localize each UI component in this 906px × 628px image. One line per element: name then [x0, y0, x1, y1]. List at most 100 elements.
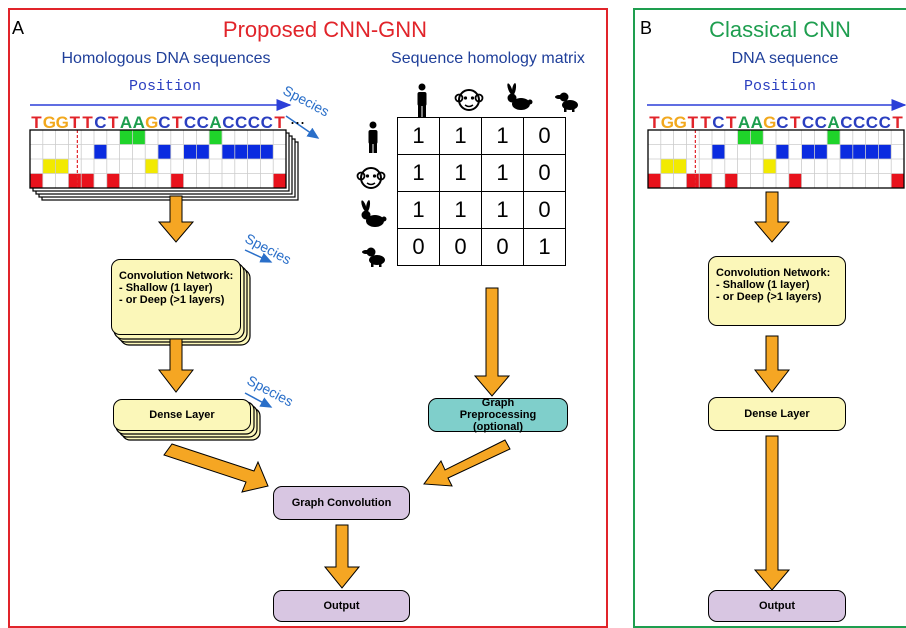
sequence-grid-a	[29, 129, 287, 189]
base-0: T	[649, 113, 660, 132]
graph-convolution-box: Graph Convolution	[273, 486, 410, 520]
onehot-cell	[673, 159, 687, 174]
onehot-cell	[183, 144, 197, 159]
base-2: G	[673, 113, 687, 132]
onehot-cell	[648, 173, 661, 188]
base-19: T	[274, 113, 285, 132]
base-4: T	[82, 113, 93, 132]
base-15: C	[840, 113, 853, 132]
onehot-cell	[247, 144, 261, 159]
species-arrow-2	[244, 249, 273, 263]
conv-title: Convolution Network:	[716, 267, 831, 279]
base-12: C	[801, 113, 815, 132]
matrix-cell: 1	[481, 154, 524, 192]
base-10: C	[158, 113, 171, 132]
base-16: C	[853, 113, 866, 132]
monkey-icon	[356, 167, 386, 189]
base-14: A	[827, 113, 840, 132]
panel-b-title: Classical CNN	[709, 17, 851, 42]
base-11: T	[789, 113, 801, 132]
species-arrow-3	[244, 392, 273, 408]
onehot-cell	[763, 159, 776, 174]
matrix-cell: 1	[397, 191, 440, 229]
rabbit-icon	[507, 83, 533, 110]
base-17: C	[247, 113, 261, 132]
arrow-conv-to-dense-b	[753, 335, 791, 393]
onehot-cell	[699, 173, 712, 188]
matrix-cell: 0	[439, 228, 482, 266]
dense-layer-box-b: Dense Layer	[708, 397, 846, 431]
matrix-cell: 0	[481, 228, 524, 266]
onehot-cell	[840, 144, 853, 159]
base-15: C	[222, 113, 235, 132]
monkey-icon	[454, 89, 484, 111]
base-2: G	[55, 113, 69, 132]
base-7: A	[119, 113, 133, 132]
onehot-cell	[222, 144, 235, 159]
base-8: A	[750, 113, 763, 132]
conv-title: Convolution Network:	[119, 270, 234, 282]
matrix-cell: 0	[397, 228, 440, 266]
conv-line1: - Shallow (1 layer)	[716, 279, 810, 291]
panel-a-letter: A	[12, 18, 25, 38]
onehot-cell	[132, 130, 146, 145]
base-13: C	[196, 113, 209, 132]
onehot-cell	[158, 144, 171, 159]
onehot-cell	[724, 173, 738, 188]
arrow-grid-to-conv-a	[157, 195, 195, 243]
base-4: T	[700, 113, 711, 132]
conv-line2: - or Deep (>1 layers)	[119, 294, 225, 306]
base-6: T	[107, 113, 119, 132]
base-12: C	[183, 113, 197, 132]
conv-network-box-b: Convolution Network: - Shallow (1 layer)…	[708, 256, 846, 326]
matrix-cell: 1	[439, 117, 482, 155]
onehot-cell	[260, 144, 274, 159]
arrow-graphconv-to-output	[323, 524, 361, 589]
base-5: C	[712, 113, 725, 132]
arrow-dense-to-graphconv	[163, 443, 269, 493]
arrow-grid-to-conv-b	[753, 191, 791, 243]
onehot-cell	[273, 173, 286, 188]
species-arrow-1	[285, 115, 320, 139]
base-17: C	[865, 113, 879, 132]
panel-a-matrix-heading: Sequence homology matrix	[391, 50, 585, 67]
onehot-cell	[865, 144, 879, 159]
conv-line1: - Shallow (1 layer)	[119, 282, 213, 294]
ellipsis: ...	[290, 108, 306, 128]
human-icon	[368, 121, 378, 153]
output-box-a: Output	[273, 590, 410, 622]
panel-a-position-label: Position	[128, 78, 201, 95]
dense-layer-box-a: Dense Layer	[113, 399, 251, 431]
onehot-cell	[827, 130, 840, 145]
base-7: A	[737, 113, 751, 132]
onehot-cell	[170, 173, 184, 188]
human-icon	[417, 83, 427, 117]
arrow-dense-to-output-b	[753, 435, 791, 591]
onehot-cell	[750, 130, 764, 145]
conv-line2: - or Deep (>1 layers)	[716, 291, 822, 303]
arrow-matrix-to-graphpre	[473, 287, 511, 397]
sequence-grid-b	[647, 129, 905, 189]
onehot-cell	[119, 130, 133, 145]
matrix-cell: 1	[439, 191, 482, 229]
base-1: G	[42, 113, 57, 132]
base-3: T	[687, 113, 698, 132]
matrix-cell: 0	[523, 154, 566, 192]
onehot-cell	[801, 144, 815, 159]
matrix-cell: 1	[481, 191, 524, 229]
output-box-b: Output	[708, 590, 846, 622]
onehot-cell	[234, 144, 248, 159]
onehot-cell	[686, 173, 700, 188]
panel-b-letter: B	[640, 18, 653, 38]
base-14: A	[209, 113, 222, 132]
panel-a-title: Proposed CNN-GNN	[222, 17, 428, 42]
matrix-cell: 1	[397, 154, 440, 192]
onehot-cell	[30, 173, 43, 188]
base-10: C	[776, 113, 789, 132]
onehot-cell	[737, 130, 751, 145]
base-6: T	[725, 113, 737, 132]
onehot-cell	[68, 173, 82, 188]
